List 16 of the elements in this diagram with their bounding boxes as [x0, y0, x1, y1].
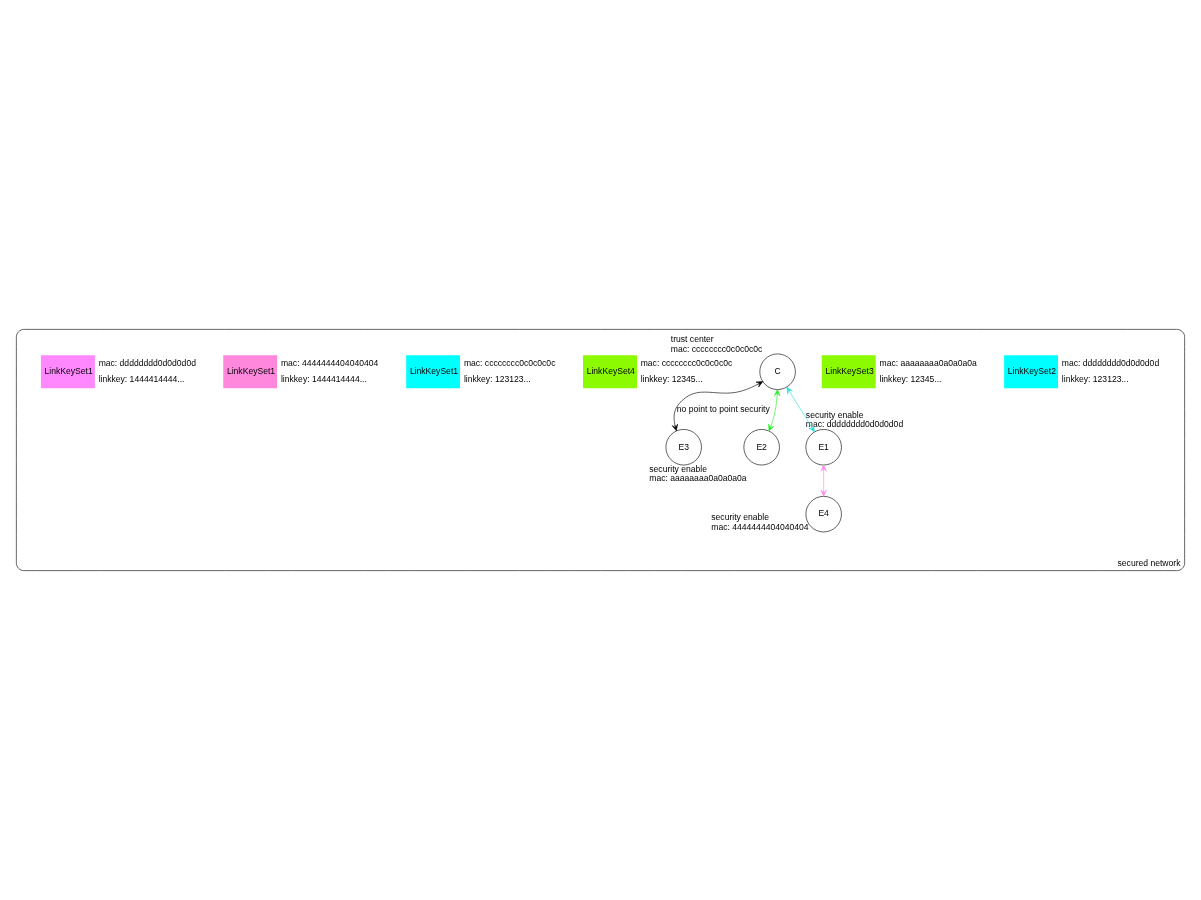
node-label: security enable — [649, 463, 708, 474]
arrow — [768, 389, 781, 432]
node-label: security enable — [711, 512, 770, 523]
node-label: security enable — [805, 409, 864, 420]
node-label: mac: aaaaaaaa0a0a0a0a — [649, 473, 747, 484]
node-label: trust center — [670, 334, 714, 345]
arrow — [671, 381, 764, 432]
arrow — [820, 464, 827, 497]
edge-label: no point to point security — [676, 403, 770, 414]
node-label: mac: dddddddd0d0d0d0d — [805, 419, 904, 430]
node-circle: E1 — [805, 429, 842, 466]
node-circle: E3 — [665, 429, 702, 466]
node-circle: E2 — [743, 429, 780, 466]
node-circle: C — [759, 353, 796, 390]
arrow — [786, 386, 815, 433]
node-label: mac: cccccccc0c0c0c0c — [670, 343, 763, 354]
